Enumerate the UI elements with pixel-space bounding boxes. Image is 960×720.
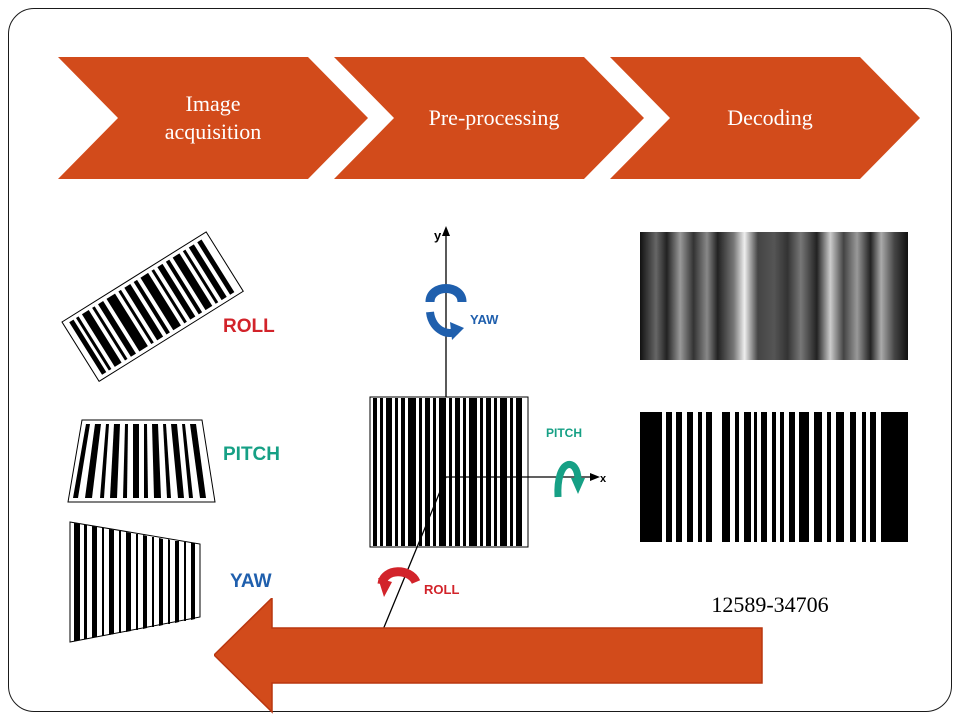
pitch-axis-label: PITCH <box>546 426 582 440</box>
pitch-rotation-icon <box>554 461 585 498</box>
yaw-label: YAW <box>230 571 272 592</box>
rotation-axes-image: y x Y <box>360 212 610 642</box>
pitch-label: PITCH <box>223 444 280 465</box>
decoded-number: 12589-34706 <box>711 592 829 617</box>
roll-label: ROLL <box>223 316 275 337</box>
roll-rotation-icon <box>377 567 421 597</box>
blurred-barcode-image <box>640 232 908 360</box>
step-image-acquisition: Image acquisition <box>58 57 368 179</box>
roll-barcode <box>61 231 244 383</box>
z-axis-line <box>379 476 447 638</box>
yaw-rotation-icon <box>425 284 467 340</box>
chevron-shape <box>58 57 368 179</box>
step-label: Image acquisition <box>164 91 262 144</box>
x-axis-label: x <box>600 473 607 485</box>
chevron-shape <box>610 57 920 179</box>
distortion-examples-image: ROLL PITCH <box>40 212 340 662</box>
step-label: Pre-processing <box>428 105 560 130</box>
roll-axis-label: ROLL <box>424 582 459 597</box>
binarized-barcode-image <box>640 412 908 542</box>
yaw-barcode <box>69 521 201 643</box>
pitch-barcode <box>67 419 216 503</box>
yaw-axis-label: YAW <box>470 312 499 327</box>
center-barcode <box>369 396 529 548</box>
feedback-arrow-icon <box>214 598 763 714</box>
chevron-shape <box>334 57 644 179</box>
step-label: Decoding <box>727 105 813 130</box>
y-axis-label: y <box>434 228 442 243</box>
step-decoding: Decoding <box>610 57 920 179</box>
step-pre-processing: Pre-processing <box>334 57 644 179</box>
